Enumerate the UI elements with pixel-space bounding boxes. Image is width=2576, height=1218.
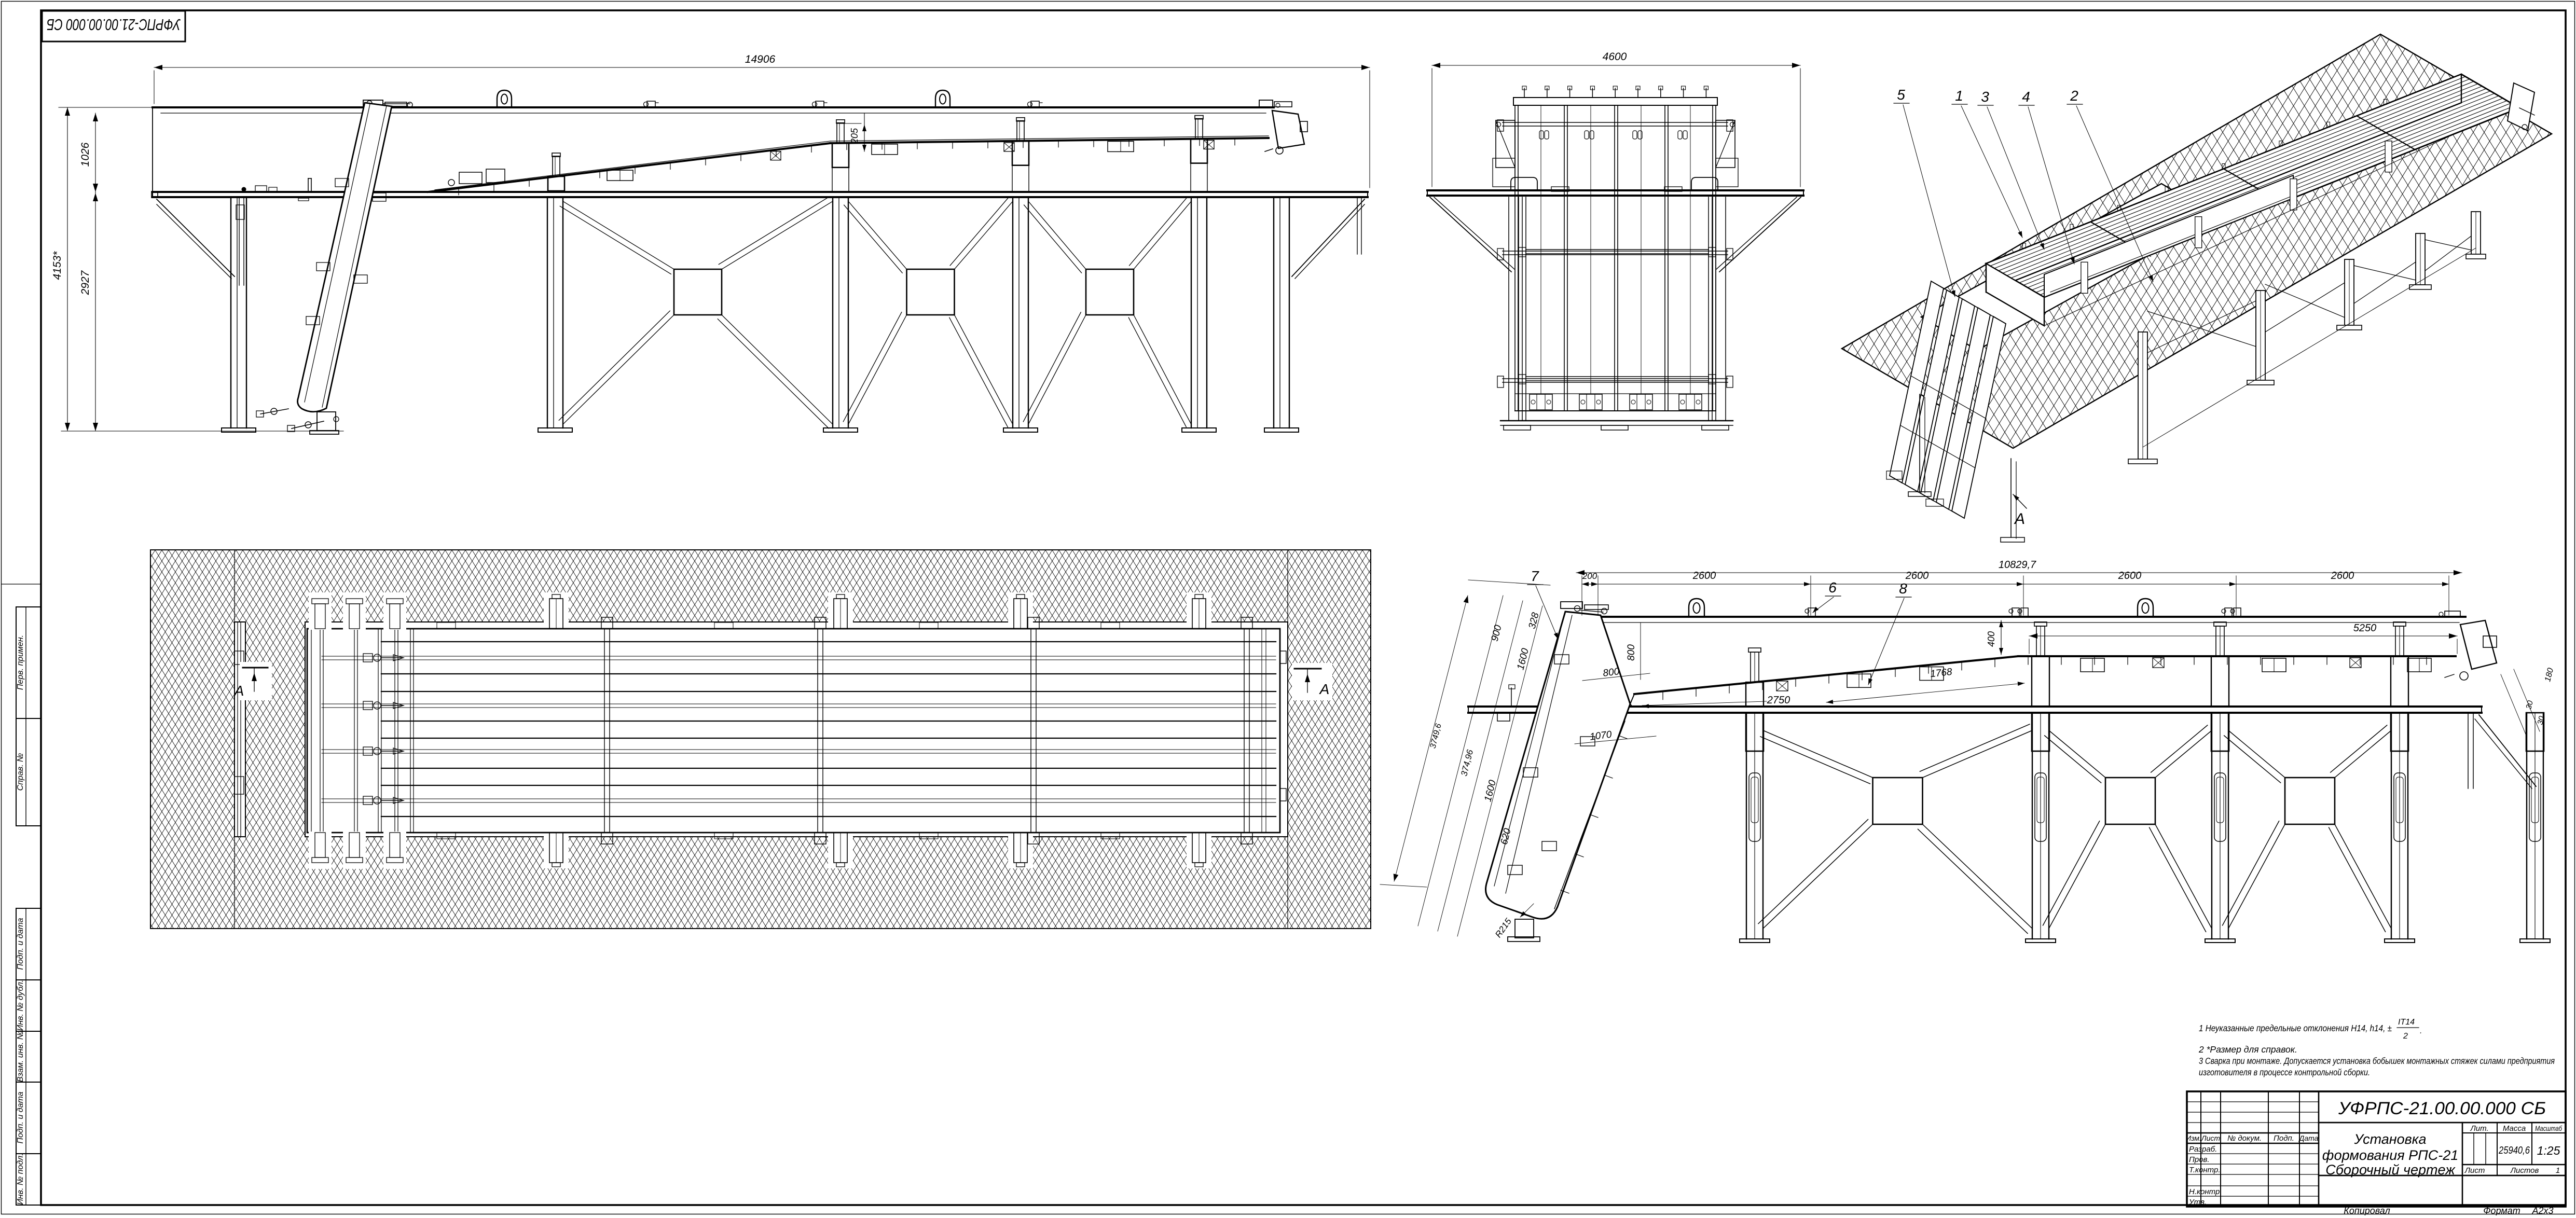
svg-text:1: 1 [1955, 88, 1963, 104]
svg-text:205: 205 [849, 128, 860, 144]
svg-text:№ докум.: № докум. [2227, 1134, 2262, 1143]
svg-text:Листов: Листов [2510, 1166, 2539, 1175]
svg-text:Копировал: Копировал [2344, 1206, 2390, 1215]
svg-text:1026: 1026 [79, 142, 91, 167]
svg-text:10829,7: 10829,7 [1999, 559, 2036, 571]
svg-text:А: А [233, 683, 244, 699]
svg-text:1:25: 1:25 [2537, 1144, 2560, 1157]
svg-text:Формат: Формат [2483, 1206, 2520, 1215]
svg-text:Пров.: Пров. [2189, 1155, 2210, 1164]
svg-text:2: 2 [2070, 88, 2078, 104]
svg-text:1: 1 [2556, 1166, 2560, 1175]
svg-text:Лист: Лист [2201, 1134, 2220, 1142]
svg-text:180: 180 [2543, 667, 2555, 683]
svg-text:Подп. и дата: Подп. и дата [16, 918, 25, 970]
svg-text:Подп.: Подп. [2274, 1134, 2294, 1143]
svg-text:Лит.: Лит. [2470, 1124, 2488, 1133]
svg-text:8: 8 [1899, 580, 1907, 597]
svg-text:изготовителя в процессе контро: изготовителя в процессе контрольной сбор… [2199, 1067, 2370, 1077]
svg-text:А2х3: А2х3 [2531, 1206, 2553, 1215]
svg-text:25940,6: 25940,6 [2498, 1145, 2530, 1156]
svg-text:А: А [1319, 681, 1330, 697]
svg-text:3: 3 [1981, 89, 1989, 105]
svg-text:Изм.: Изм. [2186, 1134, 2201, 1142]
svg-text:2600: 2600 [1905, 570, 1929, 582]
svg-text:800: 800 [1602, 666, 1620, 679]
svg-text:2600: 2600 [2118, 570, 2142, 582]
svg-text:Инв. № подл.: Инв. № подл. [16, 1153, 25, 1205]
svg-text:Масса: Масса [2503, 1124, 2526, 1133]
svg-text:30: 30 [2536, 715, 2546, 726]
svg-text:А: А [2014, 510, 2025, 528]
svg-text:1 Неуказанные предельные откл: 1 Неуказанные предельные отклонения Н14,… [2199, 1023, 2392, 1033]
svg-text:2600: 2600 [2331, 570, 2354, 582]
svg-text:5250: 5250 [2353, 622, 2377, 634]
svg-text:Взам. инв. №: Взам. инв. № [16, 1031, 25, 1082]
svg-text:2: 2 [2403, 1032, 2408, 1041]
svg-text:2927: 2927 [79, 270, 91, 295]
svg-text:IT14: IT14 [2398, 1018, 2415, 1027]
svg-text:Установка: Установка [2353, 1131, 2426, 1147]
svg-text:1070: 1070 [1589, 729, 1613, 742]
svg-text:2750: 2750 [1767, 695, 1790, 706]
svg-text:5: 5 [1897, 87, 1905, 103]
svg-text:Т.контр.: Т.контр. [2189, 1166, 2221, 1174]
svg-text:1768: 1768 [1930, 667, 1953, 680]
svg-text:6: 6 [1828, 579, 1837, 596]
svg-text:УФРПС-21.00.00.000 СБ: УФРПС-21.00.00.000 СБ [2338, 1099, 2546, 1118]
svg-text:Утв.: Утв. [2188, 1198, 2207, 1207]
svg-text:формования РПС-21: формования РПС-21 [2322, 1147, 2459, 1163]
svg-text:4600: 4600 [1603, 51, 1627, 63]
svg-text:30: 30 [2524, 699, 2535, 710]
svg-text:2 *Размер для справок.: 2 *Размер для справок. [2198, 1044, 2297, 1055]
svg-text:Сборочный чертеж: Сборочный чертеж [2325, 1162, 2456, 1178]
svg-text:Перв. примен.: Перв. примен. [16, 635, 25, 690]
svg-text:Инв. № дубл.: Инв. № дубл. [16, 980, 25, 1031]
svg-text:4153*: 4153* [51, 251, 63, 280]
svg-text:Лист: Лист [2464, 1166, 2485, 1175]
svg-text:Дата: Дата [2298, 1134, 2319, 1142]
svg-text:14906: 14906 [745, 53, 776, 65]
svg-text:Масштаб: Масштаб [2535, 1124, 2563, 1132]
svg-text:800: 800 [1626, 644, 1637, 661]
svg-text:4: 4 [2022, 89, 2030, 105]
svg-text:.: . [2420, 1027, 2422, 1035]
svg-text:Разраб.: Разраб. [2189, 1145, 2217, 1154]
svg-text:Подп. и дата: Подп. и дата [16, 1091, 25, 1143]
svg-text:Справ. №: Справ. № [16, 753, 25, 791]
svg-text:УФРПС-21.00.00.000 СБ: УФРПС-21.00.00.000 СБ [47, 16, 181, 34]
svg-text:Н.контр.: Н.контр. [2189, 1187, 2222, 1196]
svg-text:2600: 2600 [1692, 570, 1716, 582]
svg-text:400: 400 [1986, 631, 1996, 647]
svg-text:3 Сварка при монтаже. Допуска: 3 Сварка при монтаже. Допускается устано… [2199, 1056, 2555, 1066]
svg-text:7: 7 [1531, 568, 1539, 584]
svg-text:200: 200 [1582, 571, 1597, 581]
